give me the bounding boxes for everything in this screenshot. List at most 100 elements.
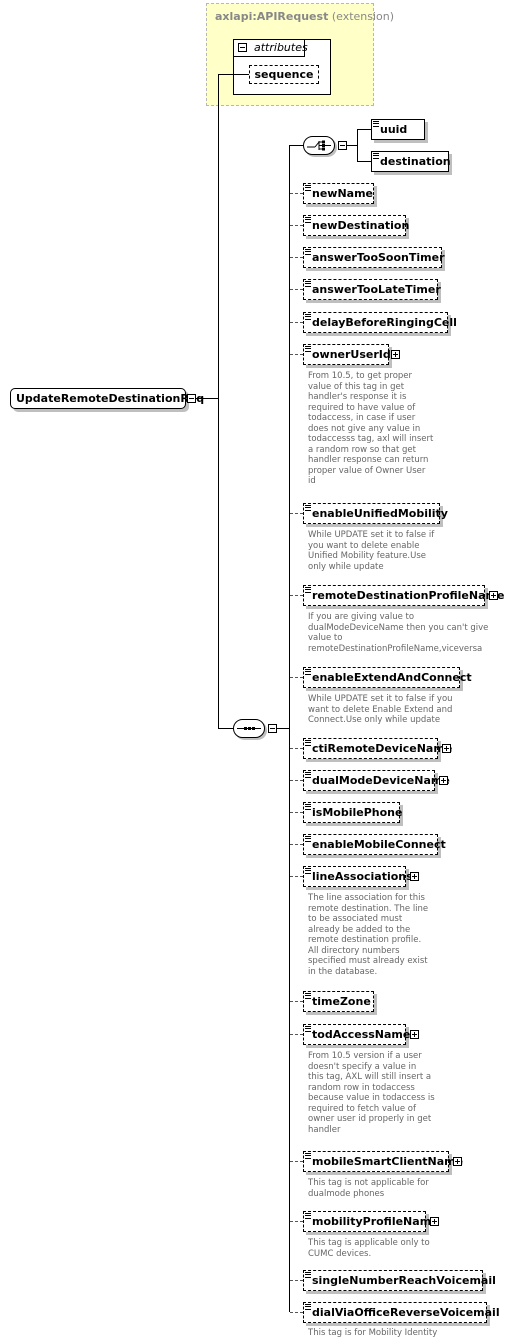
expand-icon[interactable] (489, 591, 498, 600)
element-icon (305, 1213, 311, 1219)
element-icon (305, 1153, 311, 1159)
element-label: mobileSmartClientName (312, 1155, 464, 1168)
expand-icon[interactable] (410, 1030, 419, 1039)
expand-icon[interactable] (410, 872, 419, 881)
choice-branch-uuid (357, 129, 371, 130)
annotation-line: value to (308, 633, 343, 643)
annotation-line: While UPDATE set it to false if you (308, 694, 453, 704)
element-icon (305, 740, 311, 746)
element-icon (305, 505, 311, 511)
extension-type-name: axlapi:APIRequest (215, 10, 329, 23)
element-answerTooLateTimer[interactable]: answerTooLateTimer (303, 279, 441, 300)
connector-ownerUserId (290, 354, 303, 355)
element-dualModeDeviceName[interactable]: dualModeDeviceName (303, 770, 450, 791)
main-sequence-rail (289, 145, 290, 1312)
element-label: dualModeDeviceName (312, 774, 450, 787)
element-singleNumberReachVoicemail[interactable]: singleNumberReachVoicemail (303, 1270, 496, 1291)
element-icon (305, 281, 311, 287)
main-sequence-compositor (233, 719, 265, 738)
root-element[interactable]: UpdateRemoteDestinationReq (10, 388, 204, 409)
choice-to-rail (347, 145, 357, 146)
annotation-line: owner user id properly in get (308, 1114, 432, 1124)
sequence-connector (218, 728, 234, 729)
annotation-line: dualModeDeviceName then you can't give (308, 622, 489, 633)
element-isMobilePhone[interactable]: isMobilePhone (303, 802, 403, 823)
annotation-line: to be associated must (308, 914, 403, 924)
annotation-line: a random row so that get (308, 444, 416, 455)
element-icon (305, 669, 311, 675)
element-icon (305, 185, 311, 191)
connector-answerTooLateTimer (290, 289, 303, 290)
annotation-line: This tag is applicable only to (308, 1238, 430, 1248)
connector-dualModeDeviceName (290, 780, 303, 781)
element-newDestination[interactable]: newDestination (303, 215, 409, 236)
element-enableExtendAndConnect[interactable]: enableExtendAndConnect (303, 667, 472, 688)
choice-rail (357, 129, 358, 161)
annotation-line: remote destination profile. (308, 935, 422, 945)
expand-icon[interactable] (442, 744, 451, 753)
connector-answerTooSoonTimer (290, 257, 303, 258)
expand-icon[interactable] (453, 1157, 462, 1166)
connector-delayBeforeRingingCell (290, 322, 303, 323)
annotation-line: required to have value of (308, 402, 416, 413)
annotation-line: From 10.5, to get proper (308, 371, 413, 381)
main-sequence-to-rail (277, 728, 289, 729)
element-timeZone[interactable]: timeZone (303, 991, 374, 1012)
element-uuid[interactable]: uuid (371, 119, 425, 140)
connector-dialViaOfficeReverseVoicemail (290, 1312, 303, 1313)
choice-collapse-icon[interactable] (338, 141, 347, 150)
annotation-line: proper value of Owner User (308, 465, 426, 476)
element-destination[interactable]: destination (371, 151, 451, 172)
element-lineAssociations[interactable]: lineAssociations (303, 866, 413, 887)
element-icon (305, 1272, 311, 1278)
element-icon (373, 153, 379, 159)
element-todAccessName[interactable]: todAccessName (303, 1024, 410, 1045)
element-icon (305, 836, 311, 842)
annotation-dialViaOfficeReverseVoicemail: This tag is for Mobility Identity (308, 1328, 437, 1339)
element-label: singleNumberReachVoicemail (312, 1274, 496, 1287)
element-dialViaOfficeReverseVoicemail[interactable]: dialViaOfficeReverseVoicemail (303, 1302, 500, 1323)
element-ctiRemoteDeviceName[interactable]: ctiRemoteDeviceName (303, 738, 452, 759)
element-newName[interactable]: newName (303, 183, 374, 204)
expand-icon[interactable] (439, 776, 448, 785)
element-enableMobileConnect[interactable]: enableMobileConnect (303, 834, 446, 855)
expand-icon[interactable] (391, 350, 400, 359)
element-label: mobilityProfileName (312, 1215, 439, 1228)
annotation-ownerUserId: From 10.5, to get proper value of this t… (308, 371, 433, 487)
annotation-enableUnifiedMobility: While UPDATE set it to false if you want… (308, 530, 434, 572)
element-mobilityProfileName[interactable]: mobilityProfileName (303, 1211, 439, 1232)
element-icon (305, 993, 311, 999)
element-label: remoteDestinationProfileName (312, 589, 505, 602)
sequence-box: sequence (249, 65, 319, 84)
annotation-line: doesn't specify a value in (308, 1061, 417, 1072)
element-enableUnifiedMobility[interactable]: enableUnifiedMobility (303, 503, 448, 524)
element-delayBeforeRingingCell[interactable]: delayBeforeRingingCell (303, 312, 457, 333)
element-mobileSmartClientName[interactable]: mobileSmartClientName (303, 1151, 463, 1172)
connector-enableMobileConnect (290, 844, 303, 845)
expand-icon[interactable] (430, 1217, 439, 1226)
annotation-line: in the database. (308, 966, 378, 977)
extension-sequence-connector (218, 74, 249, 75)
element-icon (373, 121, 379, 127)
annotation-line: This tag is not applicable for (308, 1178, 429, 1188)
annotation-line: While UPDATE set it to false if (308, 530, 435, 540)
annotation-line: handler's response it is (308, 392, 407, 402)
root-collapse-icon[interactable] (187, 394, 196, 403)
element-icon (305, 1304, 311, 1310)
main-sequence-collapse-icon[interactable] (268, 724, 277, 733)
element-label: todAccessName (312, 1028, 411, 1041)
element-icon (305, 346, 311, 352)
element-label: destination (380, 155, 451, 168)
annotation-line: does not give any value in (308, 423, 421, 434)
element-ownerUserId[interactable]: ownerUserId (303, 344, 391, 365)
extension-type-suffix: (extension) (331, 10, 395, 23)
attributes-collapse-icon[interactable] (238, 43, 247, 52)
root-connector (196, 398, 218, 399)
connector-enableUnifiedMobility (290, 513, 303, 514)
annotation-line: random row in todaccess (308, 1082, 415, 1093)
connector-singleNumberReachVoicemail (290, 1280, 303, 1281)
element-label: isMobilePhone (312, 806, 403, 819)
annotation-line: this tag, AXL will still insert a (308, 1072, 432, 1082)
element-remoteDestinationProfileName[interactable]: remoteDestinationProfileName (303, 585, 504, 606)
element-answerTooSoonTimer[interactable]: answerTooSoonTimer (303, 247, 445, 268)
